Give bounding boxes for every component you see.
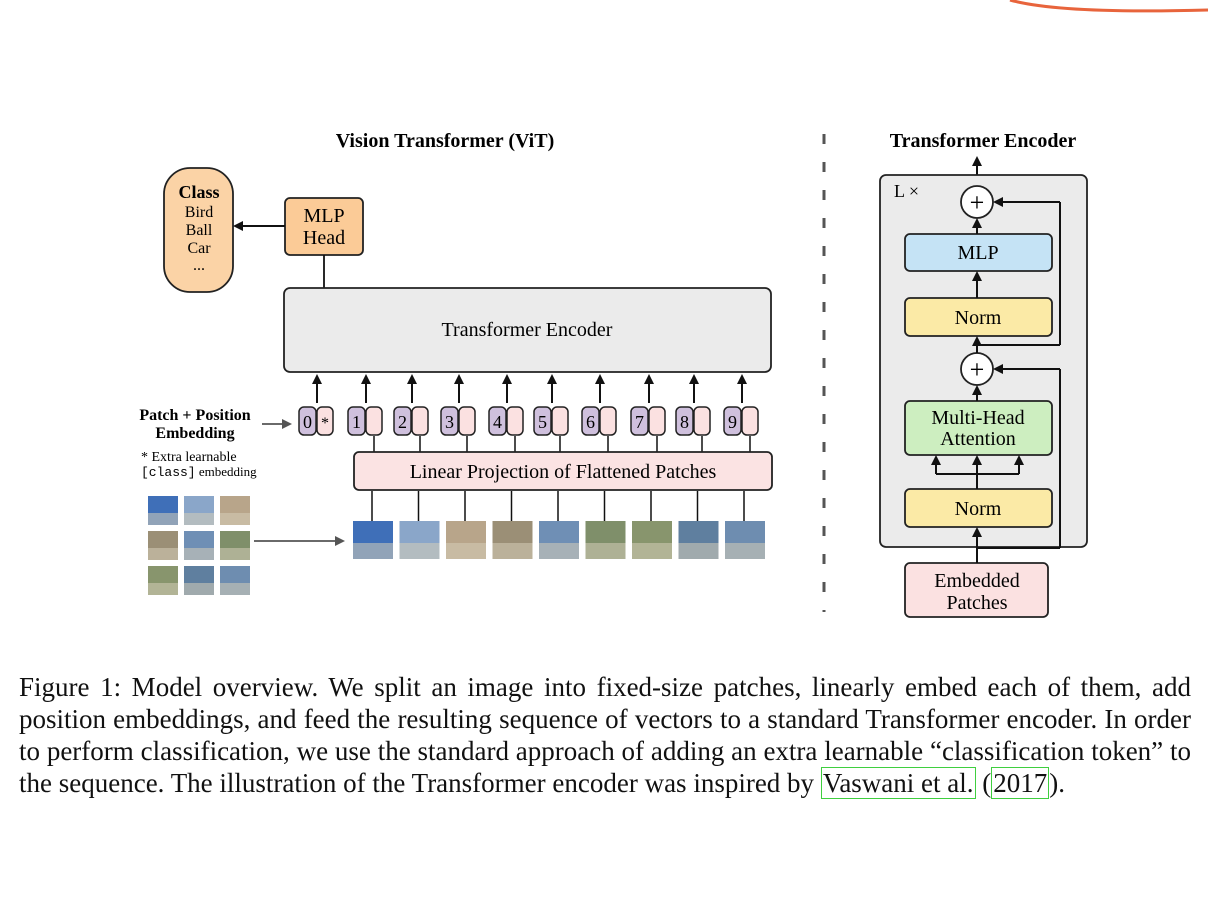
position-index-label: 1 xyxy=(352,412,361,432)
position-index-label: 7 xyxy=(635,412,644,432)
position-embedding-token xyxy=(533,406,552,436)
extra-note-code: [class] xyxy=(141,465,196,480)
vit-figure: Vision Transformer (ViT) Class Bird Ball… xyxy=(139,0,1208,618)
patch-thumbnail-detail xyxy=(678,543,719,559)
source-patch-detail xyxy=(220,513,250,525)
transformer-encoder-label: Transformer Encoder xyxy=(442,319,613,341)
encoder-repeat-label: L × xyxy=(894,181,919,201)
class-bird: Bird xyxy=(185,204,213,221)
embedded-patches-label-line2: Patches xyxy=(946,592,1007,614)
encoder-norm-lower-label: Norm xyxy=(955,498,1002,520)
patch-thumbnail-detail xyxy=(725,543,765,559)
position-embedding-token xyxy=(347,406,366,436)
position-index-label: 3 xyxy=(445,412,454,432)
patch-embedding-token xyxy=(741,406,759,436)
source-patch-detail xyxy=(184,513,214,525)
encoder-mlp-label: MLP xyxy=(957,242,998,264)
encoder-connections xyxy=(931,197,1061,563)
source-patch-detail xyxy=(148,513,178,525)
patch-embedding-token xyxy=(316,406,334,436)
patch-embedding-token xyxy=(365,406,383,436)
position-index-label: 2 xyxy=(398,412,407,432)
patch-thumbnail-detail xyxy=(446,543,486,559)
source-patch-detail xyxy=(220,548,250,560)
flattened-patch-sequence xyxy=(353,521,765,559)
position-index-label: 6 xyxy=(586,412,595,432)
position-embedding-token xyxy=(675,406,694,436)
source-patch-detail xyxy=(184,548,214,560)
accent-stroke xyxy=(1009,0,1208,13)
caption-text: Figure 1: Model overview. We split an im… xyxy=(19,672,1191,798)
position-index-label: 0 xyxy=(303,412,312,432)
class-token-mark: * xyxy=(321,415,329,432)
source-patch-detail xyxy=(184,583,214,595)
mlp-head-label-line2: Head xyxy=(303,227,345,249)
patch-embedding-token xyxy=(506,406,524,436)
position-embedding-token xyxy=(723,406,742,436)
citation-close-paren: ). xyxy=(1049,768,1066,798)
extra-note-line2: [class] embedding xyxy=(141,464,257,480)
patch-embedding-token xyxy=(648,406,666,436)
citation-year-link[interactable]: 2017 xyxy=(991,767,1050,799)
linear-projection-box xyxy=(353,451,773,491)
patch-position-label-line2: Embedding xyxy=(155,425,234,442)
patch-embedding-token xyxy=(599,406,617,436)
patch-position-label-line1: Patch + Position xyxy=(139,407,250,424)
position-embedding-token xyxy=(298,406,317,436)
citation-open-paren: ( xyxy=(982,768,992,798)
linear-projection-label: Linear Projection of Flattened Patches xyxy=(410,461,717,483)
class-car: Car xyxy=(187,240,211,257)
class-ellipsis: ... xyxy=(193,257,205,274)
citation-author-link[interactable]: Vaswani et al. xyxy=(820,767,976,799)
transformer-encoder-box xyxy=(283,287,772,373)
patch-thumbnail-detail xyxy=(492,543,533,559)
patch-thumbnail-detail xyxy=(399,543,440,559)
encoder-title: Transformer Encoder xyxy=(890,130,1077,152)
source-patch-detail xyxy=(220,583,250,595)
extra-note-line1: * Extra learnable xyxy=(141,450,237,465)
position-index-label: 8 xyxy=(680,412,689,432)
residual-add-bottom-symbol: + xyxy=(970,355,985,384)
mlp-head-label-line1: MLP xyxy=(303,205,344,227)
position-index-label: 5 xyxy=(538,412,547,432)
position-embedding-token xyxy=(440,406,459,436)
encoder-attention-label-line2: Attention xyxy=(940,428,1016,450)
position-embedding-token xyxy=(393,406,412,436)
patch-thumbnail-detail xyxy=(539,543,579,559)
patch-embedding-token xyxy=(458,406,476,436)
patch-thumbnail-detail xyxy=(585,543,626,559)
position-embedding-token xyxy=(581,406,600,436)
position-embedding-token xyxy=(630,406,649,436)
position-embedding-token xyxy=(488,406,507,436)
embedding-tokens: 0 * 1 2 3 4 5 6 7 8 9 xyxy=(298,374,759,521)
patch-embedding-token xyxy=(551,406,569,436)
residual-add-top-symbol: + xyxy=(970,188,985,217)
extra-note-rest: embedding xyxy=(196,464,258,479)
source-patch-detail xyxy=(148,583,178,595)
patch-thumbnail-detail xyxy=(353,543,393,559)
class-heading: Class xyxy=(178,182,219,202)
patch-embedding-token xyxy=(693,406,711,436)
source-image-patches xyxy=(148,496,250,595)
embedded-patches-label-line1: Embedded xyxy=(934,570,1020,592)
figure-caption: Figure 1: Model overview. We split an im… xyxy=(19,671,1191,799)
class-ball: Ball xyxy=(186,222,213,239)
patch-thumbnail-detail xyxy=(632,543,672,559)
source-patch-detail xyxy=(148,548,178,560)
encoder-norm-upper-label: Norm xyxy=(955,307,1002,329)
position-index-label: 9 xyxy=(728,412,737,432)
patch-embedding-token xyxy=(411,406,429,436)
vit-title: Vision Transformer (ViT) xyxy=(336,130,555,152)
position-index-label: 4 xyxy=(493,412,502,432)
encoder-attention-label-line1: Multi-Head xyxy=(931,407,1024,429)
